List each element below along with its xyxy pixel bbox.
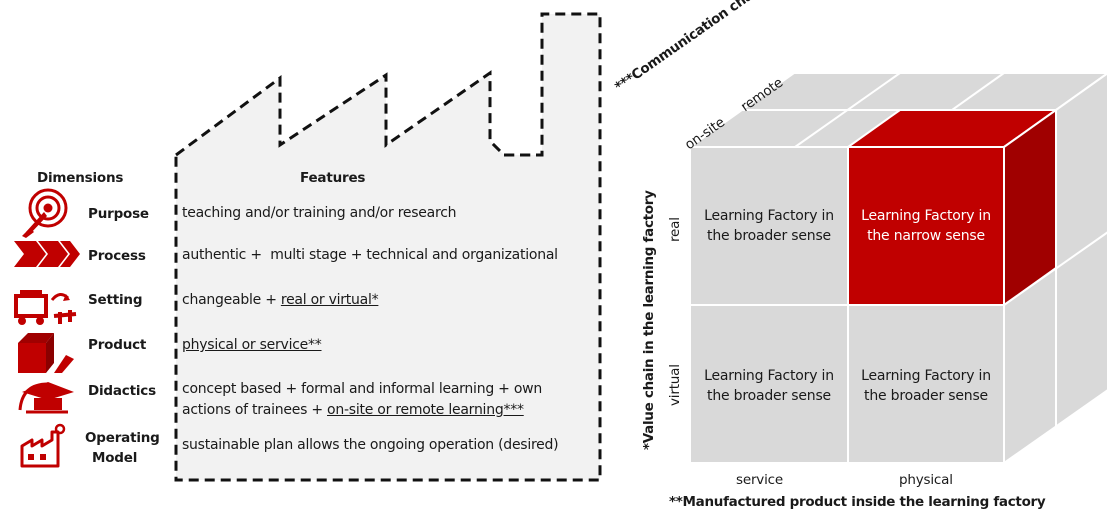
cube-cell-virtual-service [689,304,849,464]
horizontal-label-physical: physical [899,472,953,488]
cell-line: the broader sense [707,228,831,244]
dimensions-header: Dimensions [37,170,124,186]
dimension-label-model: Model [92,450,138,466]
feature-text: changeable + [182,292,281,308]
vertical-axis-title: *Value chain in the learning factory [641,190,657,450]
cell-line: the broader sense [707,388,831,404]
feature-purpose: teaching and/or training and/or research [182,205,457,221]
cube-cell-real-physical [847,146,1005,306]
cube [686,71,1109,465]
horizontal-axis-title: **Manufactured product inside the learni… [669,494,1046,510]
factory-outline [174,12,602,482]
cube-cell-virtual-physical [847,304,1005,464]
dimension-label-operating: Operating [85,430,160,446]
feature-text: sustainable plan allows the ongoing oper… [182,437,559,453]
cell-line: Learning Factory in [704,208,834,224]
feature-setting: changeable + real or virtual* [182,292,379,308]
feature-product: physical or service** [182,337,322,353]
process-arrows-icon [14,241,80,267]
dimension-label-purpose: Purpose [88,206,149,222]
setting-icon [14,290,77,325]
vertical-label-virtual: virtual [667,364,683,406]
feature-didactics-line2: actions of trainees + on-site or remote … [182,402,524,418]
cell-line: Learning Factory in [861,368,991,384]
dimension-label-product: Product [88,337,147,353]
dimension-label-didactics: Didactics [88,383,156,399]
cell-line: the broader sense [864,388,988,404]
cell-text-real-service: Learning Factory in the broader sense [690,206,848,246]
dimension-label-setting: Setting [88,292,143,308]
cell-text-virtual-physical: Learning Factory in the broader sense [848,366,1004,406]
cell-text-real-physical: Learning Factory in the narrow sense [848,206,1004,246]
feature-text: concept based + formal and informal lear… [182,381,542,397]
target-icon [22,188,68,238]
feature-process: authentic + multi stage + technical and … [182,247,558,263]
graduation-cap-icon [18,382,74,414]
feature-operating-model: sustainable plan allows the ongoing oper… [182,437,559,453]
feature-text: authentic + multi stage + technical and … [182,247,558,263]
factory-icon [20,423,66,468]
cell-text-virtual-service: Learning Factory in the broader sense [690,366,848,406]
features-header: Features [300,170,366,186]
feature-didactics-line1: concept based + formal and informal lear… [182,381,542,397]
cell-line: the narrow sense [867,228,985,244]
feature-text-underlined: real or virtual* [280,292,379,308]
cube-cell-real-service [689,146,849,306]
cell-line: Learning Factory in [704,368,834,384]
feature-text: teaching and/or training and/or research [182,205,457,221]
feature-text-underlined: on-site or remote learning*** [327,402,524,418]
dimension-label-process: Process [88,248,146,264]
horizontal-label-service: service [736,472,783,488]
product-box-icon [18,333,74,373]
vertical-label-real: real [667,217,683,242]
feature-text: actions of trainees + [182,402,328,418]
feature-text-underlined: physical or service** [182,337,322,353]
cell-line: Learning Factory in [861,208,991,224]
